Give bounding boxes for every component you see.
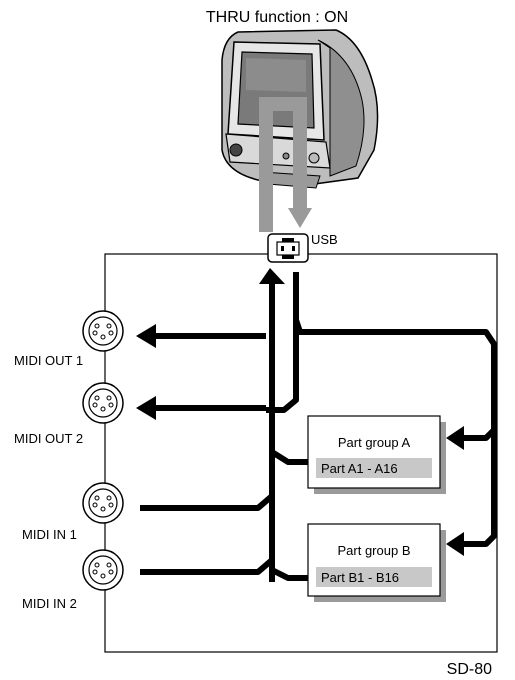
diagram-title: THRU function : ON bbox=[206, 9, 348, 26]
part-group-b: Part group B Part B1 - B16 bbox=[307, 523, 446, 602]
midi-in-1-label: MIDI IN 1 bbox=[22, 527, 77, 542]
signal-arrowheads bbox=[136, 268, 464, 556]
midi-in-2-label: MIDI IN 2 bbox=[22, 596, 77, 611]
midi-out-1-label: MIDI OUT 1 bbox=[14, 353, 83, 368]
part-group-b-title: Part group B bbox=[338, 543, 411, 558]
midi-out-2-connector-icon bbox=[82, 382, 124, 424]
usb-label: USB bbox=[311, 232, 338, 247]
midi-out-2-label: MIDI OUT 2 bbox=[14, 431, 83, 446]
part-group-b-parts: Part B1 - B16 bbox=[321, 570, 399, 585]
part-group-a-parts: Part A1 - A16 bbox=[321, 461, 398, 476]
signal-lines bbox=[140, 272, 497, 582]
thru-path bbox=[259, 97, 312, 232]
part-group-a-title: Part group A bbox=[338, 435, 411, 450]
midi-out-1-connector-icon bbox=[82, 310, 124, 352]
part-group-a: Part group A Part A1 - A16 bbox=[307, 415, 446, 494]
model-label: SD-80 bbox=[447, 661, 492, 678]
part-group-b-highlight bbox=[316, 567, 432, 587]
midi-in-1-connector-icon bbox=[82, 482, 124, 524]
usb-port-icon bbox=[267, 233, 309, 263]
midi-in-2-connector-icon bbox=[82, 549, 124, 591]
part-group-a-highlight bbox=[316, 458, 432, 478]
